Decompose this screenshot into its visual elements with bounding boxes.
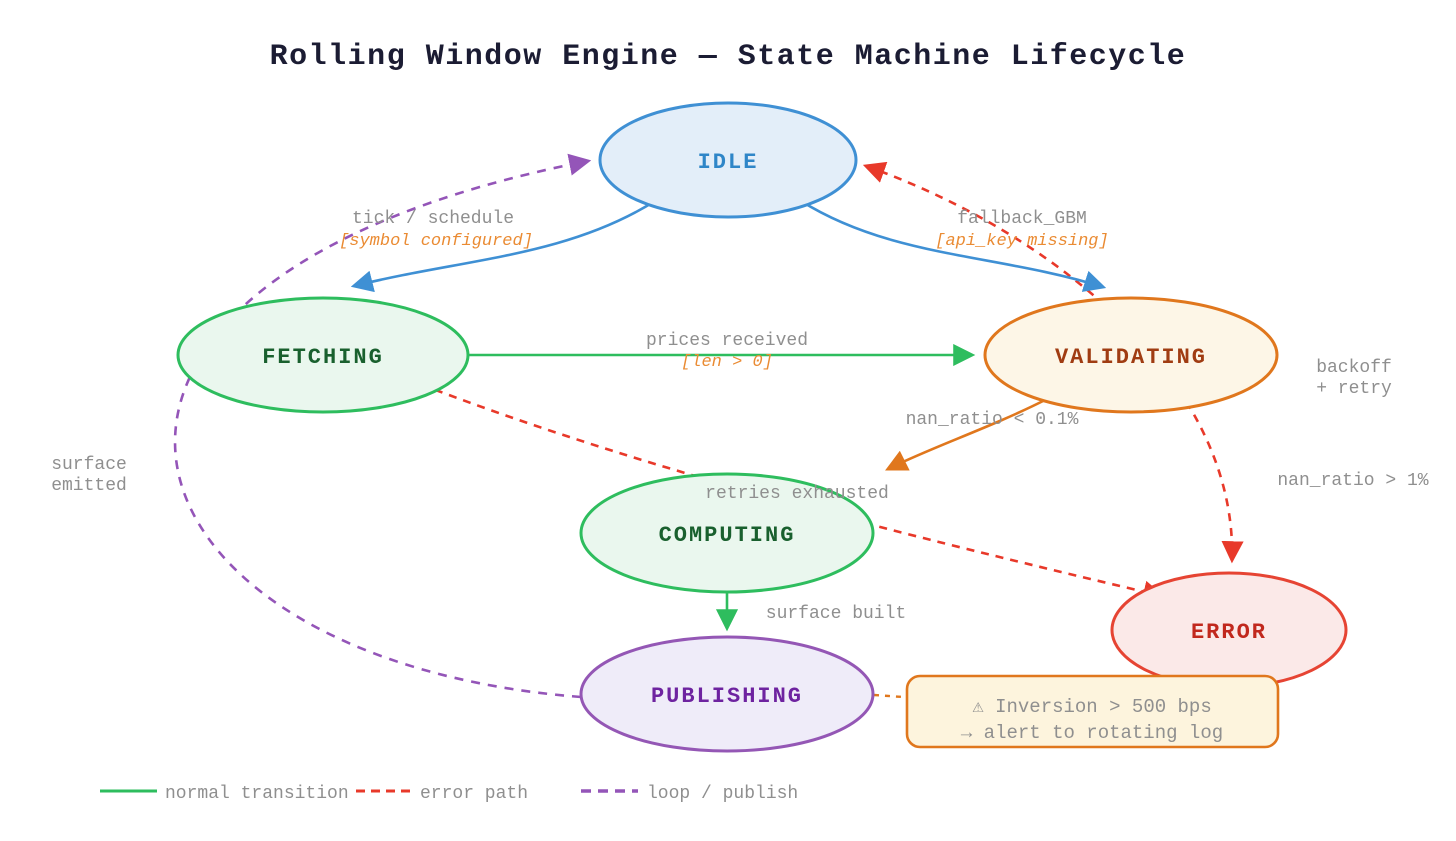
- label-retries-exhausted: retries exhausted: [705, 484, 889, 504]
- label-nan-ratio-lt: nan_ratio < 0.1%: [906, 410, 1079, 430]
- node-computing: COMPUTING: [579, 472, 875, 594]
- node-fetching: FETCHING: [176, 296, 470, 414]
- validating-label: VALIDATING: [1055, 345, 1207, 370]
- label-fallback-gbm: fallback_GBM: [957, 209, 1087, 229]
- fetching-ellipse: [176, 296, 470, 414]
- legend-normal-label: normal transition: [165, 784, 349, 804]
- idle-label: IDLE: [698, 150, 759, 175]
- label-nan-ratio-gt: nan_ratio > 1%: [1277, 471, 1428, 491]
- node-validating: VALIDATING: [983, 296, 1279, 414]
- legend-error-label: error path: [420, 784, 528, 804]
- node-idle: IDLE: [598, 101, 858, 219]
- publishing-label: PUBLISHING: [651, 684, 803, 709]
- label-surface-built: surface built: [766, 604, 906, 624]
- guard-api-key-missing: [api_key missing]: [935, 232, 1108, 251]
- node-error: ERROR: [1110, 571, 1348, 689]
- annotation-callout: ⚠ Inversion > 500 bps → alert to rotatin…: [905, 674, 1280, 749]
- annotation-line1: ⚠ Inversion > 500 bps: [972, 696, 1211, 718]
- validating-ellipse: [983, 296, 1279, 414]
- node-publishing: PUBLISHING: [579, 635, 875, 753]
- edge-publishing-to-annotation: [873, 693, 904, 699]
- annotation-box: [905, 674, 1280, 749]
- label-surface-emitted-line2: emitted: [51, 476, 127, 496]
- annotation-line2: → alert to rotating log: [961, 722, 1223, 744]
- edge-idle-to-validating: [800, 199, 1107, 292]
- edge-validating-to-computing: [885, 397, 1048, 471]
- fetching-label: FETCHING: [262, 345, 384, 370]
- guard-len-gt-0: [len > 0]: [681, 353, 773, 372]
- legend: normal transition error path loop / publ…: [100, 784, 798, 804]
- edge-idle-to-fetching: [350, 199, 656, 293]
- idle-ellipse: [598, 101, 858, 219]
- guard-symbol-configured: [symbol configured]: [339, 232, 533, 251]
- legend-loop-label: loop / publish: [647, 784, 798, 804]
- edge-fetching-to-error: [406, 377, 1166, 603]
- edge-publishing-to-idle: [174, 153, 592, 699]
- label-backoff-line2: + retry: [1316, 379, 1392, 399]
- label-prices-received: prices received: [646, 331, 808, 351]
- label-backoff-line1: backoff: [1316, 358, 1392, 378]
- publishing-ellipse: [579, 635, 875, 753]
- error-label: ERROR: [1191, 620, 1267, 645]
- diagram-title: Rolling Window Engine — State Machine Li…: [270, 40, 1187, 74]
- label-tick-schedule: tick / schedule: [352, 209, 514, 229]
- computing-ellipse: [579, 472, 875, 594]
- computing-label: COMPUTING: [659, 523, 796, 548]
- label-surface-emitted-line1: surface: [51, 455, 127, 475]
